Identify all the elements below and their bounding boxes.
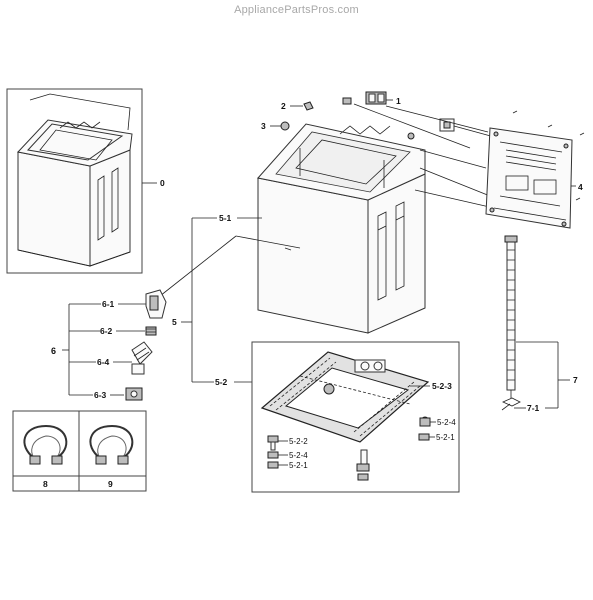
part-6-4-hose-connector[interactable] xyxy=(131,341,153,375)
label-0: 0 xyxy=(160,178,165,188)
label-5-2-2: 5-2-2 xyxy=(289,437,308,446)
label-6-1: 6-1 xyxy=(102,299,115,309)
label-6-4: 6-4 xyxy=(97,357,110,367)
part-7-drain-hose[interactable] xyxy=(504,235,518,398)
part-8-fill-hose[interactable] xyxy=(23,424,68,465)
part-5-2-4-foot-right[interactable] xyxy=(419,417,431,427)
label-3: 3 xyxy=(261,121,266,131)
part-6-1-inlet-cap[interactable] xyxy=(145,289,167,319)
label-5-2-4-left: 5-2-4 xyxy=(289,451,308,460)
part-1-bracket[interactable] xyxy=(365,91,387,105)
label-6-3: 6-3 xyxy=(94,390,107,400)
label-6-2: 6-2 xyxy=(100,326,113,336)
label-5-2-3: 5-2-3 xyxy=(432,381,452,391)
label-7: 7 xyxy=(573,375,578,385)
part-6-3-fitting[interactable] xyxy=(125,387,143,401)
part-0-cabinet-assembly[interactable] xyxy=(6,88,143,274)
part-center-leveling-foot[interactable] xyxy=(356,449,370,481)
part-6-2-spring[interactable] xyxy=(145,326,157,336)
label-5-2-1-left: 5-2-1 xyxy=(289,461,308,470)
part-small-clip-right[interactable] xyxy=(439,118,455,132)
part-5-2-1-nut-left[interactable] xyxy=(267,461,279,469)
part-5-2-1-nut-right[interactable] xyxy=(418,433,430,441)
label-5: 5 xyxy=(172,317,177,327)
label-6: 6 xyxy=(51,346,56,356)
part-3-screw[interactable] xyxy=(280,121,290,131)
label-5-2-4-right: 5-2-4 xyxy=(437,418,456,427)
label-8: 8 xyxy=(43,479,48,489)
label-5-2-1-right: 5-2-1 xyxy=(436,433,455,442)
label-1: 1 xyxy=(396,96,401,106)
label-5-1: 5-1 xyxy=(219,213,232,223)
part-5-2-2-leg-left[interactable] xyxy=(267,435,279,451)
part-small-screw[interactable] xyxy=(407,132,415,140)
part-7-1-hose-clamp[interactable] xyxy=(501,397,521,411)
label-7-1: 7-1 xyxy=(527,403,540,413)
label-9: 9 xyxy=(108,479,113,489)
label-5-2: 5-2 xyxy=(215,377,228,387)
watermark-text: AppliancePartsPros.com xyxy=(234,4,359,16)
part-5-2-group-box xyxy=(251,341,460,493)
part-5-2-3-base-frame[interactable] xyxy=(260,351,430,443)
part-4-rear-panel[interactable] xyxy=(485,127,573,229)
part-9-fill-hose[interactable] xyxy=(89,424,134,465)
part-2-clip[interactable] xyxy=(303,101,314,111)
part-5-1-cabinet[interactable] xyxy=(257,123,426,334)
part-5-2-4-foot-left[interactable] xyxy=(267,451,279,459)
label-4: 4 xyxy=(578,182,583,192)
part-small-fastener[interactable] xyxy=(342,97,352,105)
label-2: 2 xyxy=(281,101,286,111)
